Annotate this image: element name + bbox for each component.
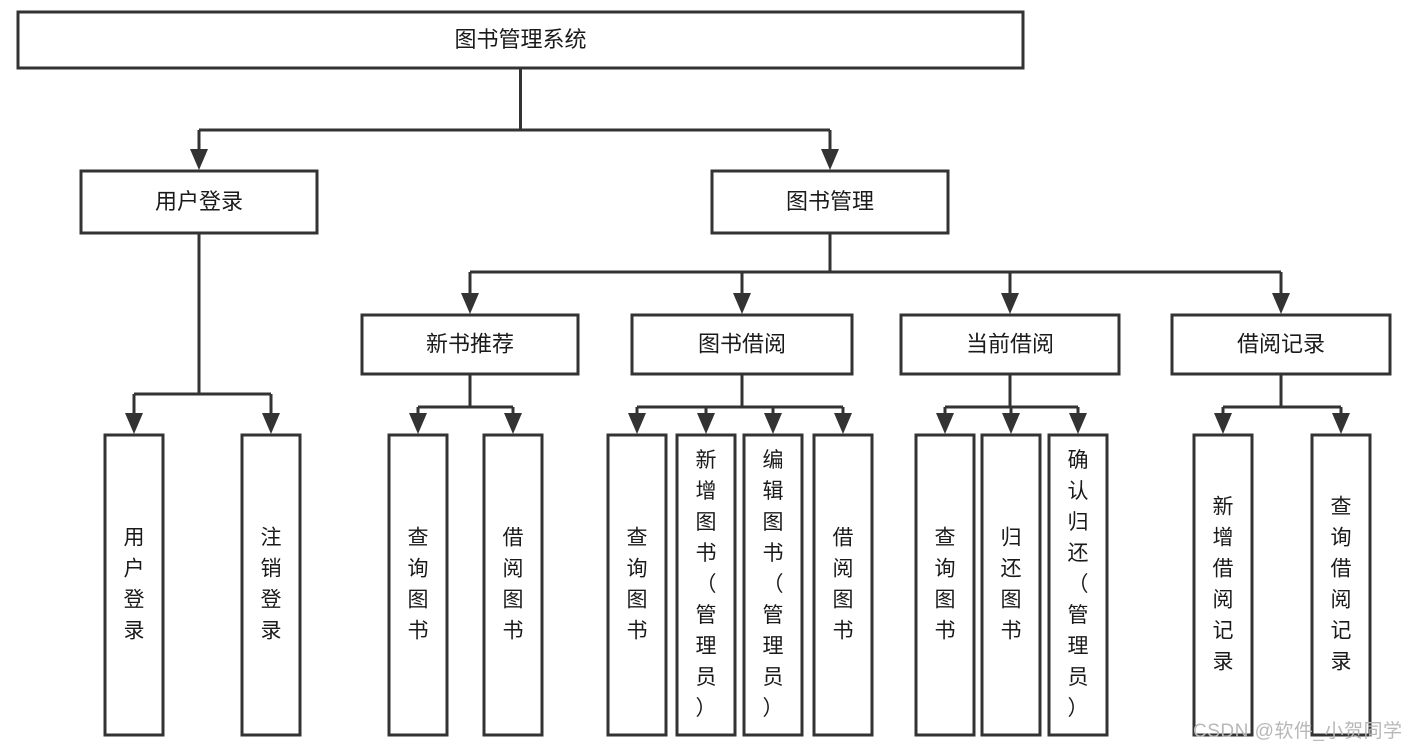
node-label: 编辑图书（管理员） bbox=[763, 449, 784, 720]
arrow-head-icon bbox=[764, 413, 782, 434]
node-box[interactable] bbox=[240, 433, 302, 737]
node-box[interactable] bbox=[103, 433, 165, 737]
arrow-head-icon bbox=[1332, 413, 1350, 434]
node-leaf-edit-book[interactable]: 编辑图书（管理员） bbox=[742, 433, 804, 737]
arrow-head-icon bbox=[262, 413, 280, 434]
node-label: 新增图书（管理员） bbox=[696, 449, 717, 720]
arrow-head-icon bbox=[1069, 413, 1087, 434]
node-borrow[interactable]: 图书借阅 bbox=[630, 313, 854, 376]
node-label: 确认归还（管理员） bbox=[1068, 449, 1089, 720]
arrow-head-icon bbox=[1214, 413, 1232, 434]
nodes-layer: 图书管理系统用户登录图书管理新书推荐图书借阅当前借阅借阅记录用户登录注销登录查询… bbox=[16, 10, 1392, 737]
connector-group bbox=[936, 374, 1087, 434]
arrow-head-icon bbox=[936, 413, 954, 434]
edges-layer bbox=[125, 68, 1350, 434]
node-box[interactable] bbox=[360, 313, 580, 376]
node-label: 图书管理 bbox=[786, 189, 874, 214]
node-box[interactable] bbox=[606, 433, 668, 737]
arrow-head-icon bbox=[190, 149, 208, 170]
node-label: 用户登录 bbox=[155, 189, 243, 214]
arrow-head-icon bbox=[504, 413, 522, 434]
arrow-head-icon bbox=[733, 293, 751, 314]
node-leaf-query-book-3[interactable]: 查询图书 bbox=[914, 433, 976, 737]
connector-group bbox=[461, 233, 1290, 314]
node-leaf-query-book-2[interactable]: 查询图书 bbox=[606, 433, 668, 737]
arrow-head-icon bbox=[1272, 293, 1290, 314]
connector-group bbox=[190, 68, 839, 170]
node-label: 新书推荐 bbox=[426, 331, 514, 356]
node-leaf-borrow-book-1[interactable]: 借阅图书 bbox=[482, 433, 544, 737]
node-leaf-user-login[interactable]: 用户登录 bbox=[103, 433, 165, 737]
node-login[interactable]: 用户登录 bbox=[79, 169, 319, 235]
node-label: 新增借阅记录 bbox=[1213, 496, 1234, 674]
node-label: 查询借阅记录 bbox=[1331, 496, 1352, 674]
node-current[interactable]: 当前借阅 bbox=[899, 313, 1121, 376]
node-box[interactable] bbox=[675, 433, 737, 737]
node-box[interactable] bbox=[812, 433, 874, 737]
node-leaf-logout[interactable]: 注销登录 bbox=[240, 433, 302, 737]
node-root[interactable]: 图书管理系统 bbox=[16, 10, 1025, 70]
node-newbook[interactable]: 新书推荐 bbox=[360, 313, 580, 376]
arrow-head-icon bbox=[1001, 293, 1019, 314]
node-box[interactable] bbox=[387, 433, 449, 737]
node-label: 归还图书 bbox=[1001, 527, 1022, 643]
node-label: 用户登录 bbox=[124, 527, 145, 643]
node-box[interactable] bbox=[1047, 433, 1109, 737]
connector-group bbox=[125, 233, 280, 434]
node-label: 借阅记录 bbox=[1237, 331, 1325, 356]
node-box[interactable] bbox=[1310, 433, 1372, 737]
connector-group bbox=[1214, 374, 1350, 434]
node-box[interactable] bbox=[1192, 433, 1254, 737]
node-box[interactable] bbox=[710, 169, 950, 235]
node-label: 当前借阅 bbox=[966, 331, 1054, 356]
node-leaf-query-record[interactable]: 查询借阅记录 bbox=[1310, 433, 1372, 737]
node-label: 查询图书 bbox=[627, 527, 648, 643]
node-leaf-borrow-book-2[interactable]: 借阅图书 bbox=[812, 433, 874, 737]
node-label: 图书管理系统 bbox=[454, 27, 586, 52]
node-bookmgmt[interactable]: 图书管理 bbox=[710, 169, 950, 235]
arrow-head-icon bbox=[821, 149, 839, 170]
node-records[interactable]: 借阅记录 bbox=[1170, 313, 1392, 376]
node-leaf-query-book-1[interactable]: 查询图书 bbox=[387, 433, 449, 737]
node-leaf-confirm-return[interactable]: 确认归还（管理员） bbox=[1047, 433, 1109, 737]
node-label: 借阅图书 bbox=[833, 527, 854, 643]
arrow-head-icon bbox=[461, 293, 479, 314]
arrow-head-icon bbox=[125, 413, 143, 434]
node-label: 图书借阅 bbox=[698, 331, 786, 356]
arrow-head-icon bbox=[1002, 413, 1020, 434]
connector-group bbox=[628, 374, 852, 434]
node-label: 查询图书 bbox=[935, 527, 956, 643]
arrow-head-icon bbox=[697, 413, 715, 434]
node-box[interactable] bbox=[742, 433, 804, 737]
node-leaf-add-book[interactable]: 新增图书（管理员） bbox=[675, 433, 737, 737]
node-box[interactable] bbox=[914, 433, 976, 737]
node-label: 借阅图书 bbox=[503, 527, 524, 643]
arrow-head-icon bbox=[628, 413, 646, 434]
connector-group bbox=[409, 374, 522, 434]
node-box[interactable] bbox=[980, 433, 1042, 737]
arrow-head-icon bbox=[409, 413, 427, 434]
node-box[interactable] bbox=[16, 10, 1025, 70]
node-label: 注销登录 bbox=[261, 527, 282, 643]
node-leaf-add-record[interactable]: 新增借阅记录 bbox=[1192, 433, 1254, 737]
arrow-head-icon bbox=[834, 413, 852, 434]
node-box[interactable] bbox=[482, 433, 544, 737]
node-leaf-return-book[interactable]: 归还图书 bbox=[980, 433, 1042, 737]
node-box[interactable] bbox=[899, 313, 1121, 376]
node-box[interactable] bbox=[79, 169, 319, 235]
node-box[interactable] bbox=[1170, 313, 1392, 376]
node-box[interactable] bbox=[630, 313, 854, 376]
node-label: 查询图书 bbox=[408, 527, 429, 643]
